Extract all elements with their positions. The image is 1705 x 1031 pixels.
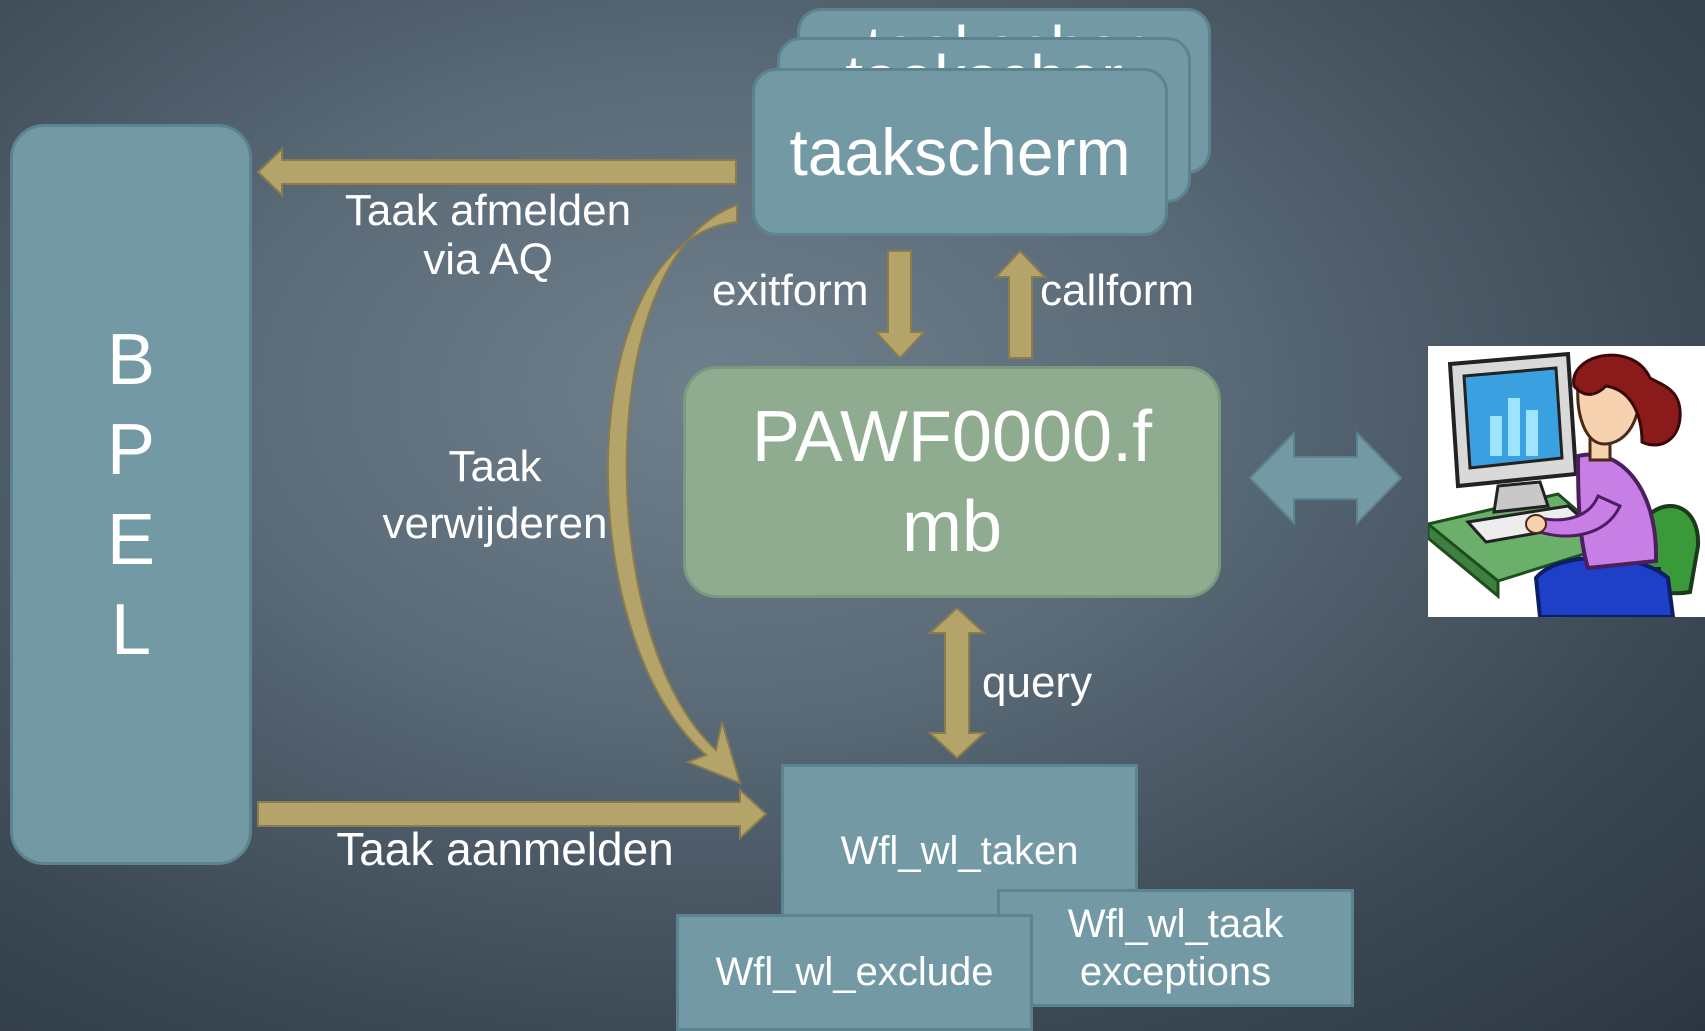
afmelden-label: Taak afmelden via AQ xyxy=(344,186,632,285)
form-label-line1: PAWF0000.f xyxy=(751,397,1153,477)
table-taken-label: Wfl_wl_taken xyxy=(840,829,1079,873)
query-arrow xyxy=(927,606,987,760)
callform-arrow xyxy=(993,249,1048,359)
aanmelden-label: Taak aanmelden xyxy=(336,823,674,875)
bpel-letter-b: B xyxy=(106,319,156,400)
exitform-arrow xyxy=(873,250,927,360)
bpel-letter-l: L xyxy=(110,589,152,670)
bpel-letter-p: P xyxy=(106,409,156,490)
verwijderen-label: Taak verwijderen xyxy=(382,442,608,549)
verwijderen-arrow xyxy=(606,203,742,785)
callform-label: callform xyxy=(1040,266,1195,315)
query-label: query xyxy=(982,658,1093,707)
user-at-computer-icon xyxy=(1424,346,1705,619)
afmelden-arrow xyxy=(256,146,737,198)
bpel-box: B P E L xyxy=(10,124,252,865)
bpel-letter-e: E xyxy=(106,499,156,580)
aanmelden-arrow xyxy=(257,787,768,841)
user-double-arrow xyxy=(1248,430,1403,526)
table-exclude-label: Wfl_wl_exclude xyxy=(715,950,994,994)
form-label-line2: mb xyxy=(901,487,1003,567)
table-exceptions-label: Wfl_wl_taak exceptions xyxy=(1067,902,1284,994)
taakscherm-box: taakscherm xyxy=(752,68,1168,236)
exitform-label: exitform xyxy=(712,266,869,315)
taakscherm-label: taakscherm xyxy=(789,115,1131,189)
table-wfl-wl-exclude: Wfl_wl_exclude xyxy=(676,914,1033,1031)
form-box: PAWF0000.f mb xyxy=(683,366,1221,598)
